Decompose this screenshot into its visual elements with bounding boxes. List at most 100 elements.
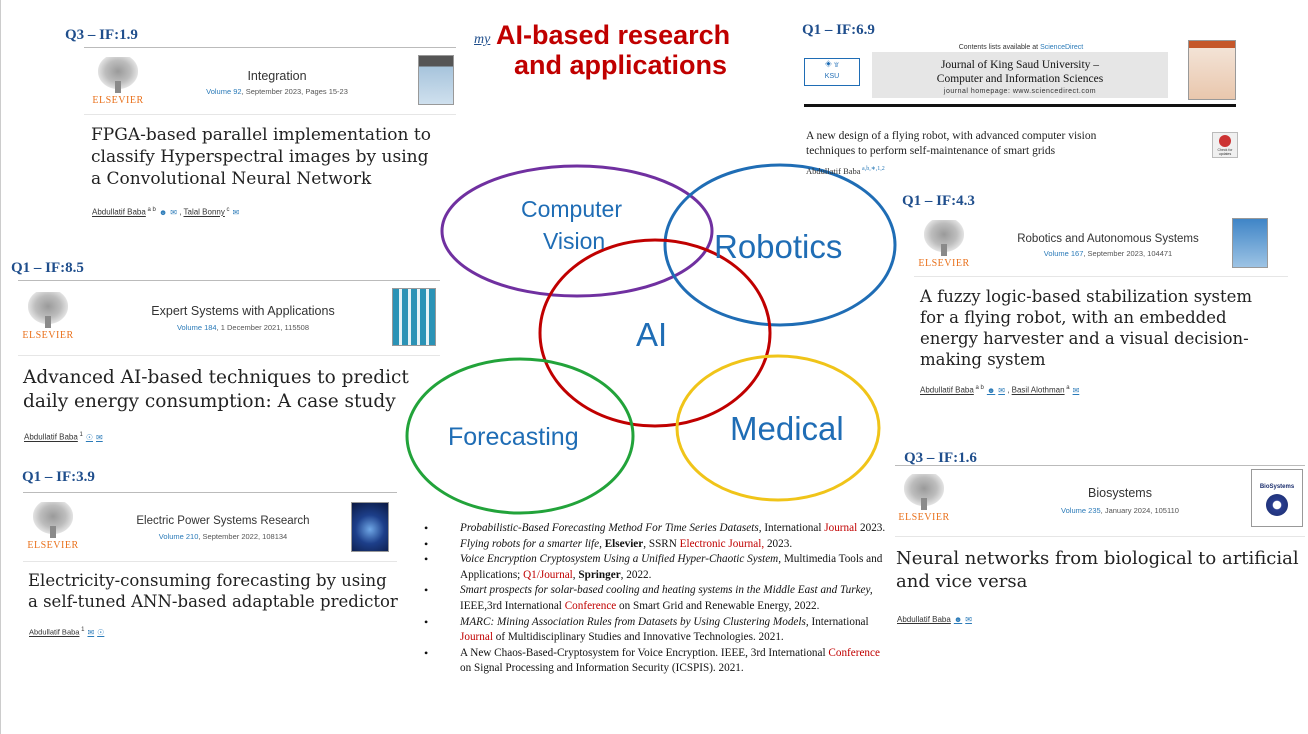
robotics-paper-card[interactable]: ELSEVIER Robotics and Autonomous Systems… <box>914 212 1288 402</box>
electric-authors: Abdullatif Baba 1✉☉ <box>29 627 105 637</box>
ksu-homepage[interactable]: journal homepage: www.sciencedirect.com <box>943 88 1097 95</box>
author-name[interactable]: Abdullatif Baba <box>24 432 78 442</box>
globe-icon[interactable]: ☉ <box>85 432 94 442</box>
expert-authors: Abdullatif Baba 1☉✉ <box>24 432 103 442</box>
expert-paper-card[interactable]: ELSEVIER Expert Systems with Application… <box>18 280 440 448</box>
biosystems-authors: Abdullatif Baba☻✉ <box>897 615 972 624</box>
header-my[interactable]: my <box>474 32 491 47</box>
author-name[interactable]: Abdullatif Baba <box>806 165 861 176</box>
left-border <box>0 0 1 734</box>
topic-ai: AI <box>636 316 668 353</box>
globe-icon[interactable]: ☉ <box>97 627 105 637</box>
mail-icon[interactable]: ✉ <box>96 432 103 442</box>
expert-journal-header <box>18 280 440 356</box>
integration-paper-title[interactable]: FPGA-based parallel implementation to cl… <box>91 125 431 189</box>
check-for-updates-icon[interactable]: Check for updates <box>1212 132 1238 158</box>
mail-icon[interactable]: ✉ <box>170 207 177 217</box>
ksu-journal-name-2: Computer and Information Sciences <box>936 73 1104 85</box>
elsevier-logo: ELSEVIER <box>22 290 74 342</box>
ksu-quartile-tag: Q1 – IF:6.9 <box>802 22 875 38</box>
topic-robotics: Robotics <box>714 228 843 265</box>
robotics-quartile-tag: Q1 – IF:4.3 <box>902 193 975 209</box>
publication-item: Probabilistic-Based Forecasting Method F… <box>424 521 886 537</box>
topic-medical: Medical <box>730 410 844 447</box>
author-name[interactable]: Basil Alothman <box>1011 385 1065 395</box>
robotics-journal-cover <box>1232 218 1268 268</box>
ksu-paper-title[interactable]: A new design of a flying robot, with adv… <box>806 130 1097 157</box>
robotics-authors: Abdullatif Baba a b☻✉ , Basil Alothman a… <box>920 385 1080 395</box>
ksu-contents-line: Contents lists available at ScienceDirec… <box>958 44 1084 51</box>
robotics-paper-title[interactable]: A fuzzy logic-based stabilization system… <box>920 287 1253 370</box>
ksu-authors: Abdullatif Baba a,b,∗,1,2 <box>806 165 885 176</box>
integration-journal-header <box>84 47 456 115</box>
integration-paper-card[interactable]: ELSEVIER Integration Volume 92, Septembe… <box>84 47 456 227</box>
ksu-journal-box <box>872 52 1168 98</box>
author-name[interactable]: Abdullatif Baba <box>897 615 951 624</box>
header-title-line1: AI-based research <box>496 20 731 50</box>
biosystems-volume-info: Volume 235, January 2024, 105110 <box>1061 506 1179 515</box>
integration-volume-info: Volume 92, September 2023, Pages 15-23 <box>206 87 348 96</box>
biosystems-journal-name: Biosystems <box>1088 486 1152 500</box>
robotics-circle <box>663 163 897 327</box>
electric-journal-header <box>23 492 397 562</box>
ai-circle <box>538 238 772 428</box>
person-icon[interactable]: ☻ <box>953 615 963 624</box>
elsevier-logo: ELSEVIER <box>92 55 144 107</box>
integration-quartile-tag: Q3 – IF:1.9 <box>65 27 138 43</box>
publication-item: Voice Encryption Cryptosystem Using a Un… <box>424 552 886 583</box>
author-name[interactable]: Abdullatif Baba <box>29 627 80 637</box>
ksu-journal-name-1: Journal of King Saud University – <box>940 59 1100 71</box>
author-name[interactable]: Abdullatif Baba <box>920 385 974 395</box>
person-icon[interactable]: ☻ <box>986 385 996 395</box>
biosystems-paper-card[interactable]: ELSEVIER Biosystems Volume 235, January … <box>895 465 1305 635</box>
elsevier-logo: ELSEVIER <box>27 500 79 552</box>
integration-journal-name: Integration <box>247 69 307 83</box>
mail-icon[interactable]: ✉ <box>232 207 240 217</box>
electric-journal-cover <box>351 502 389 552</box>
forecasting-circle <box>405 357 635 515</box>
electric-journal-name: Electric Power Systems Research <box>136 515 310 527</box>
topic-vision: Vision <box>543 228 606 254</box>
mail-icon[interactable]: ✉ <box>965 615 972 624</box>
ksu-paper-card[interactable]: ◈ ۩KSU Contents lists available at Scien… <box>804 40 1238 180</box>
integration-journal-cover <box>418 55 454 105</box>
publication-item: A New Chaos-Based-Cryptosystem for Voice… <box>424 646 886 677</box>
robotics-journal-header <box>914 212 1288 277</box>
ksu-journal-cover <box>1188 40 1236 100</box>
expert-volume-info: Volume 184, 1 December 2021, 115508 <box>176 323 310 332</box>
person-icon[interactable]: ☻ <box>158 207 168 217</box>
biosystems-journal-cover: BioSystems <box>1251 469 1303 527</box>
topic-computer: Computer <box>521 196 622 222</box>
mail-icon[interactable]: ✉ <box>998 385 1005 395</box>
biosystems-quartile-tag: Q3 – IF:1.6 <box>904 450 977 466</box>
elsevier-logo: ELSEVIER <box>898 472 950 524</box>
publication-item: Smart prospects for solar-based cooling … <box>424 583 886 614</box>
ksu-header-rule <box>804 104 1236 107</box>
topic-forecasting: Forecasting <box>448 423 579 451</box>
robotics-journal-name: Robotics and Autonomous Systems <box>1017 233 1199 245</box>
publication-item: MARC: Mining Association Rules from Data… <box>424 615 886 646</box>
robotics-volume-info: Volume 167, September 2023, 104471 <box>1043 249 1173 258</box>
expert-journal-cover <box>392 288 436 346</box>
mail-icon[interactable]: ✉ <box>87 627 95 637</box>
integration-authors: Abdullatif Baba a b☻✉ , Talal Bonny c✉ <box>92 207 240 217</box>
publication-item: Flying robots for a smarter life, Elsevi… <box>424 537 886 553</box>
elsevier-logo: ELSEVIER <box>918 218 970 270</box>
electric-quartile-tag: Q1 – IF:3.9 <box>22 469 95 485</box>
author-name[interactable]: Abdullatif Baba <box>92 207 146 217</box>
electric-volume-info: Volume 210, September 2022, 108134 <box>158 532 288 541</box>
other-publications-list: Probabilistic-Based Forecasting Method F… <box>424 521 886 677</box>
biosystems-journal-header <box>895 465 1305 537</box>
expert-paper-title[interactable]: Advanced AI-based techniques to predict … <box>23 367 409 412</box>
biosystems-paper-title[interactable]: Neural networks from biological to artif… <box>896 548 1299 593</box>
header-title-line2: and applications <box>514 50 728 80</box>
computer-vision-circle <box>440 164 714 298</box>
author-name[interactable]: Talal Bonny <box>183 207 225 217</box>
electric-paper-title[interactable]: Electricity-consuming forecasting by usi… <box>28 571 398 612</box>
medical-circle <box>675 354 881 502</box>
electric-paper-card[interactable]: ELSEVIER Electric Power Systems Research… <box>23 492 398 652</box>
expert-quartile-tag: Q1 – IF:8.5 <box>11 260 84 276</box>
expert-journal-name: Expert Systems with Applications <box>151 304 335 318</box>
mail-icon[interactable]: ✉ <box>1072 385 1080 395</box>
